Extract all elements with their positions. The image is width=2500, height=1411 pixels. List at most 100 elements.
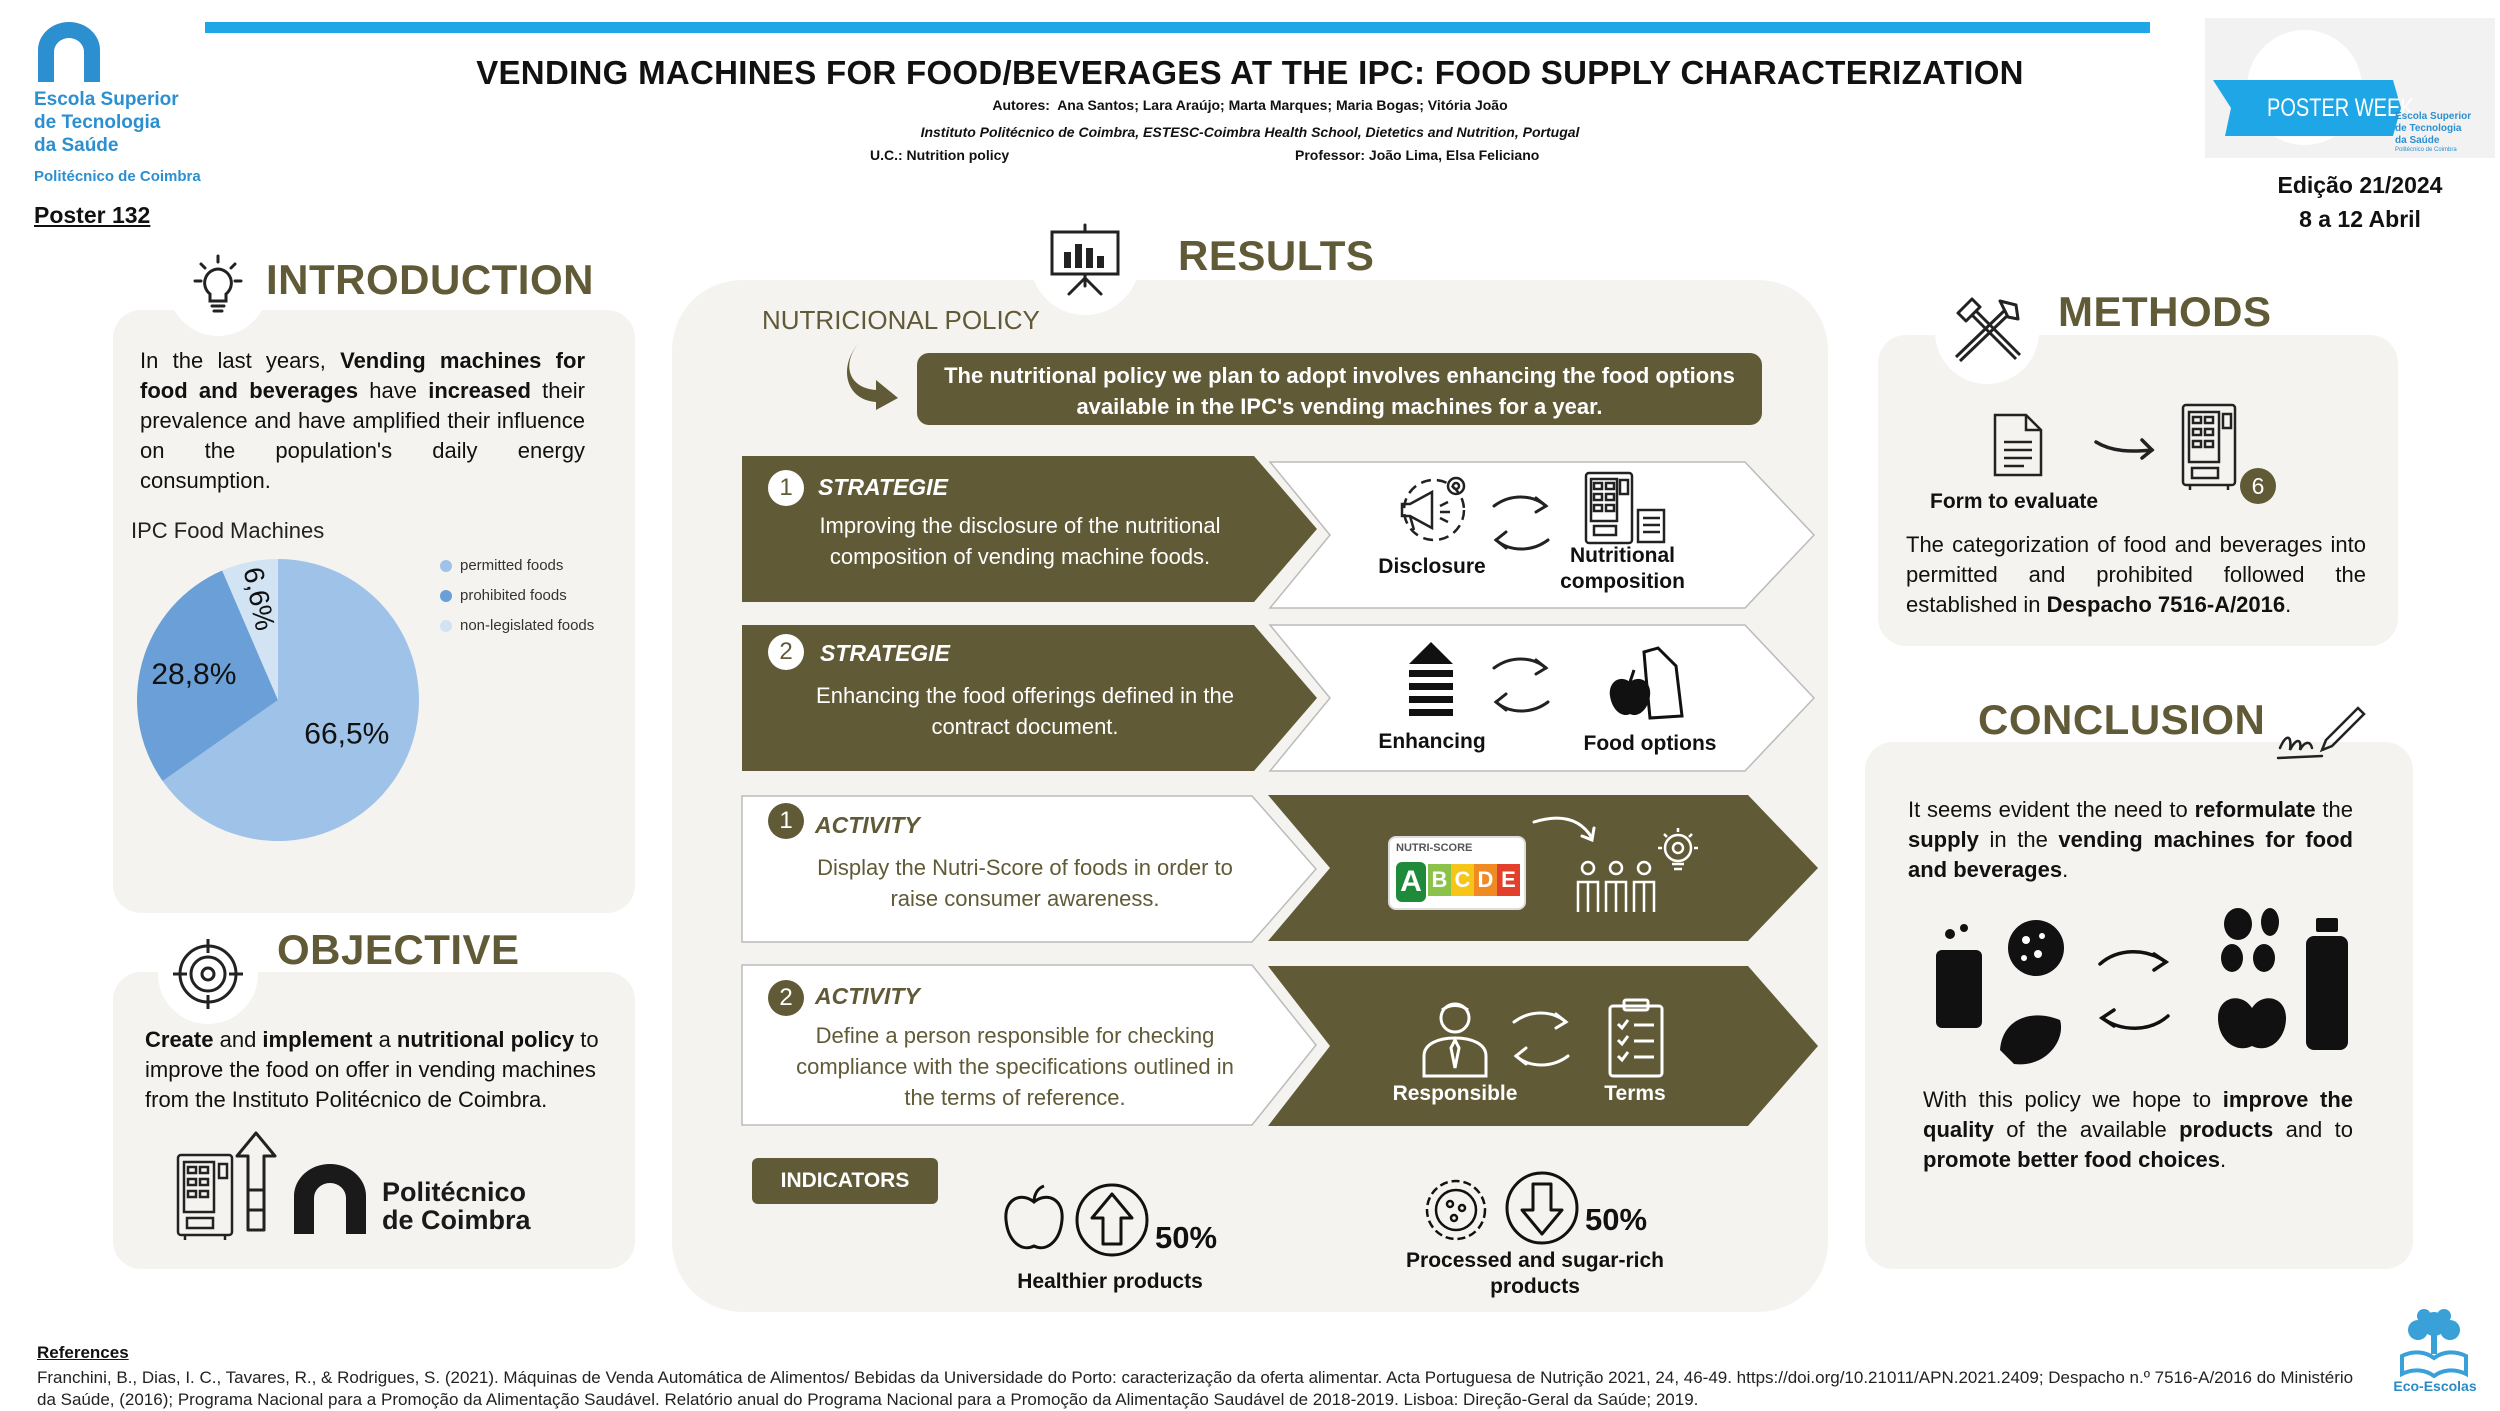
- activity-1-label: ACTIVITY: [815, 812, 920, 838]
- arrow-down-circle-icon: [1505, 1171, 1579, 1245]
- conclusion-text-1: It seems evident the need to reformulate…: [1908, 795, 2353, 885]
- pie-chart: 66,5%28,8%6,6%: [137, 559, 420, 841]
- legend-item-permitted-foods: permitted foods: [440, 557, 563, 574]
- methods-text: The categorization of food and beverages…: [1906, 530, 2366, 620]
- strategie-2-text: Enhancing the food offerings defined in …: [816, 683, 1234, 739]
- edition: Edição 21/2024: [2277, 172, 2443, 198]
- curved-arrow-icon: [846, 344, 898, 410]
- activity-1-text: Display the Nutri-Score of foods in orde…: [817, 855, 1233, 911]
- institution-line: Instituto Politécnico de Coimbra, ESTESC…: [920, 124, 1580, 140]
- introduction-text: In the last years, Vending machines for …: [140, 346, 585, 496]
- pie-slice-non-legislated-foods: [222, 559, 278, 700]
- concl-b3: vending machines for food and beverages: [1908, 827, 2353, 882]
- methods-count-badge: 6: [2240, 468, 2276, 504]
- activity-2-light-arrow: [741, 964, 1317, 1126]
- ipc-logo-line-2: de Coimbra: [382, 1205, 531, 1235]
- activity-1-light-arrow: [741, 795, 1317, 943]
- indicators-label: INDICATORS: [752, 1158, 938, 1204]
- poster-title: VENDING MACHINES FOR FOOD/BEVERAGES AT T…: [476, 54, 2024, 91]
- intro-b1: Vending machines for food and beverages: [140, 348, 586, 403]
- pie-slice-prohibited-foods: [137, 570, 278, 782]
- methods-t1: The categorization of food and beverages…: [1906, 532, 2366, 617]
- obj-t3: to improve the food on offer in vending …: [145, 1027, 599, 1112]
- methods-t2: .: [2285, 592, 2292, 617]
- concl-b6: promote better food choices: [1923, 1147, 2221, 1172]
- introduction-title: INTRODUCTION: [266, 256, 594, 303]
- poster-number: Poster 132: [34, 202, 151, 228]
- legend-swatch: [440, 559, 452, 572]
- concl-b1: reformulate: [2194, 797, 2316, 822]
- logo-line-4: Politécnico de Coimbra: [34, 168, 201, 185]
- cycle-arrows-icon: [1492, 495, 1550, 551]
- enhancing-stack-icon: [1409, 642, 1453, 716]
- activity-2-label: ACTIVITY: [815, 983, 920, 1009]
- strategie-2-dark-arrow: [742, 625, 1317, 771]
- hammer-tools-icon: [1954, 297, 2022, 363]
- vending-list-icon: [1584, 471, 1666, 545]
- references-title: References: [37, 1343, 129, 1362]
- pw-sub-3: da Saúde: [2395, 135, 2440, 146]
- cycle-arrows-icon: [2098, 950, 2170, 1030]
- intro-t2: have: [358, 378, 429, 403]
- vending-machine-icon: [176, 1153, 234, 1240]
- nutri-grade-a: A: [1394, 860, 1428, 904]
- legend-swatch: [440, 589, 452, 602]
- up-arrow-icon: [235, 1131, 277, 1232]
- indicator-1-value: 50%: [1155, 1220, 1218, 1255]
- authors-names: Ana Santos; Lara Araújo; Marta Marques; …: [1057, 97, 1508, 113]
- methods-b1: Despacho 7516-A/2016: [2046, 592, 2286, 617]
- nutri-grade-e: E: [1497, 864, 1520, 896]
- pie-label-permitted-foods: 66,5%: [304, 718, 389, 751]
- nutri-grade-b: B: [1428, 864, 1451, 896]
- pie-label-prohibited-foods: 28,8%: [151, 658, 236, 691]
- concl-t7: and to: [2273, 1117, 2353, 1142]
- strategie-1-number: 1: [768, 470, 804, 506]
- objective-text: Create and implement a nutritional polic…: [145, 1025, 605, 1115]
- pw-sub-1: Escola Superior: [2395, 111, 2472, 122]
- concl-t1: It seems evident the need to: [1908, 797, 2195, 822]
- results-icon-circle: [1030, 205, 1140, 315]
- pointing-arrow-icon: [1532, 816, 1596, 843]
- apple-bottle-icon: [1609, 646, 1684, 720]
- results-title: RESULTS: [1178, 232, 1375, 279]
- introduction-icon-circle: [168, 236, 268, 336]
- eco-escolas-label: Eco-Escolas: [2393, 1378, 2477, 1394]
- apple-outline-icon: [1004, 1184, 1064, 1250]
- indicator-2-value: 50%: [1585, 1202, 1648, 1237]
- right-arrow-icon: [2094, 438, 2155, 460]
- top-accent-bar: [205, 22, 2150, 33]
- concl-t3: in the: [1978, 827, 2059, 852]
- pie-slice-permitted-foods: [162, 559, 420, 841]
- concl-b2: supply: [1908, 827, 1979, 852]
- eco-escolas-tree-icon: [2400, 1309, 2468, 1378]
- strategie-1-text: Improving the disclosure of the nutritio…: [819, 513, 1221, 569]
- legend-item-non-legislated-foods: non-legislated foods: [440, 617, 594, 634]
- legend-label: permitted foods: [460, 557, 564, 574]
- ipc-logo-line-1: Politécnico: [382, 1177, 527, 1207]
- concl-t6: of the available: [1993, 1117, 2180, 1142]
- strategie-1-label: STRATEGIE: [818, 474, 948, 500]
- lightbulb-icon: [193, 254, 243, 313]
- vending-machine-icon: [2181, 403, 2237, 490]
- pw-sub-4: Politécnico de Coimbra: [2395, 147, 2457, 153]
- arrow-up-circle-icon: [1075, 1183, 1149, 1257]
- legend-item-prohibited-foods: prohibited foods: [440, 587, 567, 604]
- cycle-arrows-icon: [1512, 1011, 1570, 1067]
- unhealthy-foods-icon: [1936, 920, 2064, 1065]
- nutri-score-label: NUTRI-SCORE: [1396, 842, 1473, 854]
- poster-week-banner: POSTER WEEK: [2267, 94, 2414, 122]
- obj-b1: Create: [145, 1027, 214, 1052]
- concl-b5: products: [2179, 1117, 2274, 1142]
- strategie-2-light-arrow: [1268, 624, 1816, 772]
- methods-title: METHODS: [2058, 288, 2272, 335]
- nutri-grade-c: C: [1451, 864, 1474, 896]
- policy-text: The nutritional policy we plan to adopt …: [944, 363, 1735, 419]
- checklist-icon: [1608, 998, 1664, 1078]
- dates: 8 a 12 Abril: [2299, 206, 2421, 232]
- methods-card: [1878, 335, 2398, 646]
- signature-pen-icon: [2276, 706, 2366, 760]
- indicator-1-label: Healthier products: [1017, 1270, 1203, 1293]
- obj-t2: a: [372, 1027, 397, 1052]
- conclusion-title: CONCLUSION: [1978, 696, 2266, 743]
